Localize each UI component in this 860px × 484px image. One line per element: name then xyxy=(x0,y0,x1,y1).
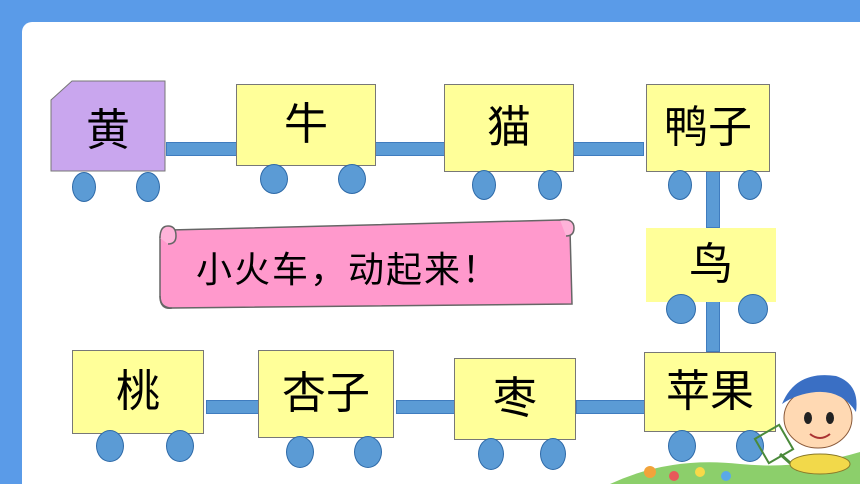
locomotive[interactable]: 黄 xyxy=(50,80,166,172)
train-car[interactable]: 杏子 xyxy=(258,350,394,438)
train-car[interactable]: 枣 xyxy=(454,358,576,440)
wheel xyxy=(136,172,160,202)
wheel xyxy=(666,294,696,324)
connector xyxy=(572,142,644,156)
connector xyxy=(166,142,238,156)
wheel xyxy=(166,430,194,462)
car-label: 桃 xyxy=(116,366,160,417)
wheel xyxy=(96,430,124,462)
locomotive-shape-icon xyxy=(50,80,166,172)
wheel xyxy=(668,170,692,200)
car-label: 牛 xyxy=(284,99,328,150)
train-car[interactable]: 牛 xyxy=(236,84,376,166)
connector xyxy=(396,400,456,414)
wheel xyxy=(472,170,496,200)
wheel xyxy=(738,170,762,200)
wheel xyxy=(540,438,566,470)
train-car[interactable]: 鸟 xyxy=(646,228,776,302)
wheel xyxy=(668,430,696,462)
wheel xyxy=(478,438,504,470)
car-label: 鸭子 xyxy=(664,102,752,153)
wheel xyxy=(260,164,288,194)
wheel xyxy=(72,172,96,202)
car-label: 鸟 xyxy=(689,239,733,290)
cartoon-child-icon xyxy=(610,375,860,484)
banner-text: 小火车，动起来！ xyxy=(196,250,501,291)
scroll-banner-icon xyxy=(159,218,575,309)
connector xyxy=(206,400,260,414)
connector xyxy=(706,300,720,352)
connector xyxy=(374,142,446,156)
train-car[interactable]: 猫 xyxy=(444,84,574,172)
train-car[interactable]: 桃 xyxy=(72,350,204,434)
train-car[interactable]: 鸭子 xyxy=(646,84,770,172)
car-label: 猫 xyxy=(487,102,531,153)
car-label: 苹果 xyxy=(666,366,754,417)
wheel xyxy=(354,436,382,468)
wheel xyxy=(286,436,314,468)
wheel xyxy=(738,294,768,324)
car-label: 枣 xyxy=(493,373,537,424)
train-car[interactable]: 苹果 xyxy=(644,352,776,432)
wheel xyxy=(538,170,562,200)
connector xyxy=(706,170,720,228)
wheel xyxy=(338,164,366,194)
locomotive-label: 黄 xyxy=(86,105,130,156)
car-label: 杏子 xyxy=(282,368,370,419)
